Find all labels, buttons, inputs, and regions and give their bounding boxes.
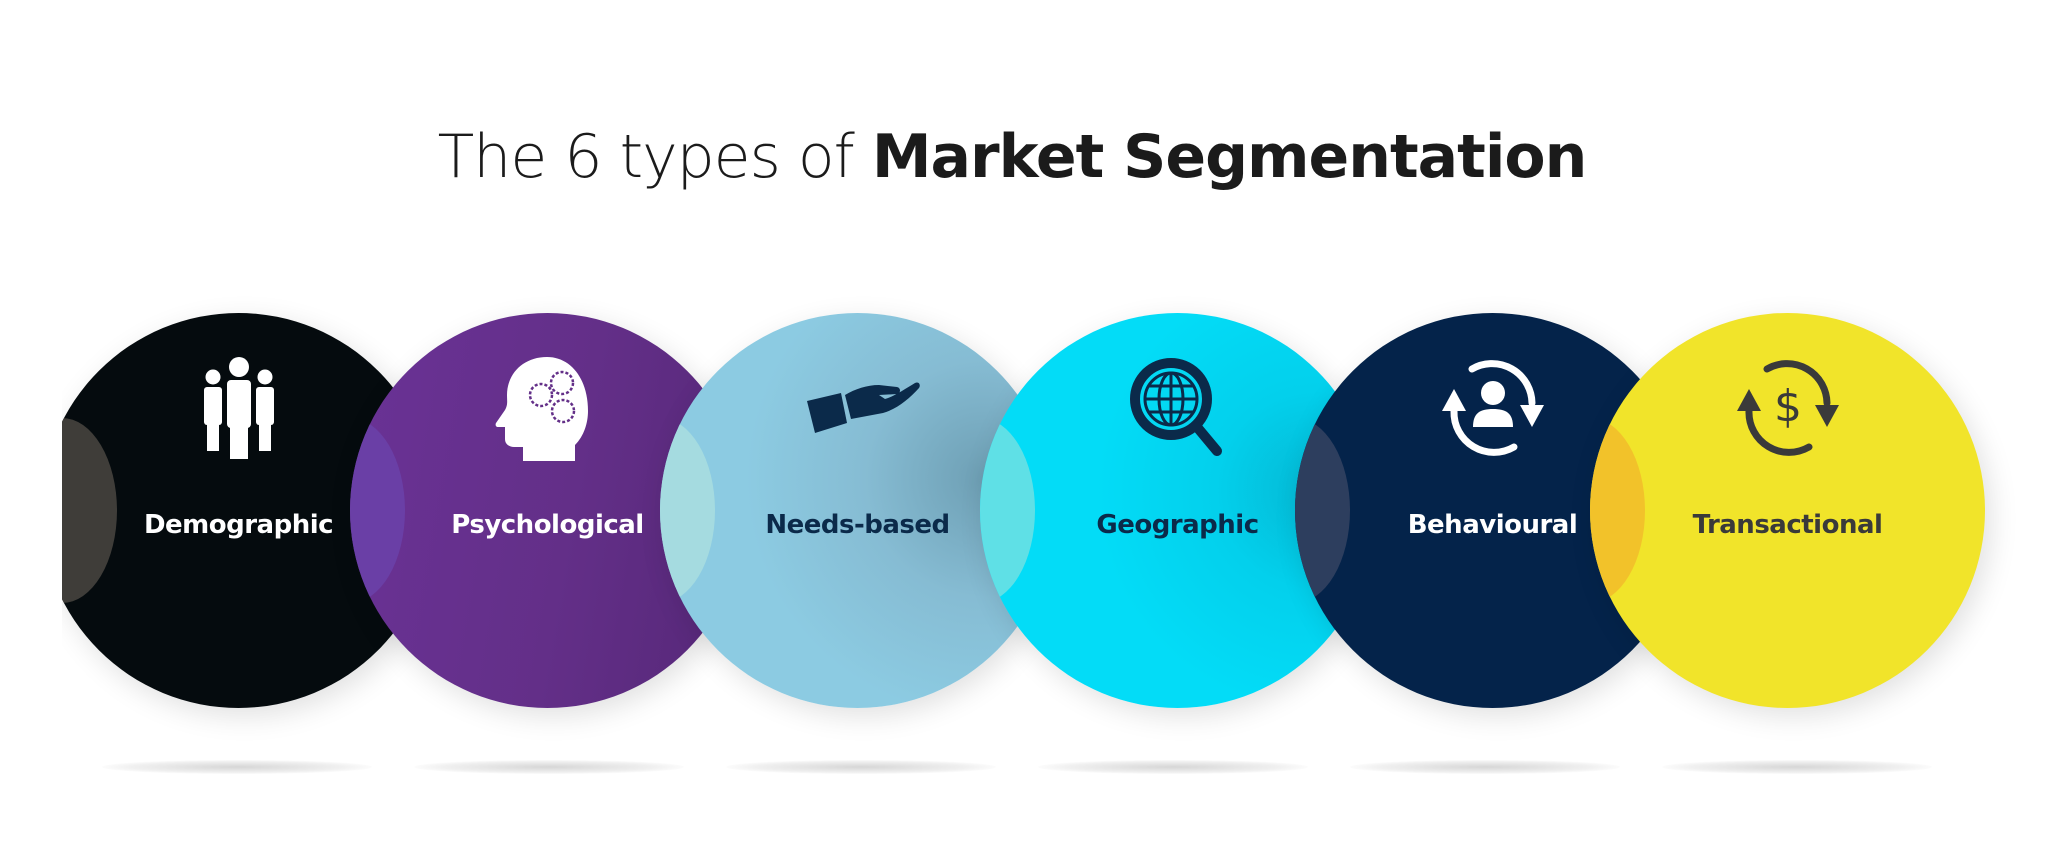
head-gears-icon xyxy=(483,353,613,463)
segment-label: Psychological xyxy=(451,510,644,540)
globe-search-icon xyxy=(1113,353,1243,463)
floor-shadow xyxy=(414,760,684,774)
segment-label: Behavioural xyxy=(1407,510,1578,540)
dollar-cycle-icon: $ xyxy=(1723,353,1853,463)
floor-shadow xyxy=(726,760,996,774)
user-cycle-icon xyxy=(1428,353,1558,463)
segments-row: Demographic Psychological xyxy=(62,290,2048,790)
people-group-icon xyxy=(174,353,304,463)
title-prefix: The 6 types of xyxy=(437,122,855,192)
segment-label: Needs-based xyxy=(765,510,950,540)
floor-shadow xyxy=(1662,760,1932,774)
segment-label: Demographic xyxy=(143,510,334,540)
open-hand-icon xyxy=(793,353,923,463)
floor-shadow xyxy=(102,760,372,774)
floor-shadow xyxy=(1038,760,1308,774)
svg-text:$: $ xyxy=(1774,381,1802,432)
title-emphasis: Market Segmentation xyxy=(871,122,1587,192)
page-title: The 6 types of Market Segmentation xyxy=(0,122,2024,192)
floor-shadow xyxy=(1350,760,1620,774)
segment-transactional[interactable]: $ Transactional xyxy=(1590,313,1985,708)
segment-label: Geographic xyxy=(1096,510,1259,540)
segment-label: Transactional xyxy=(1692,510,1883,540)
